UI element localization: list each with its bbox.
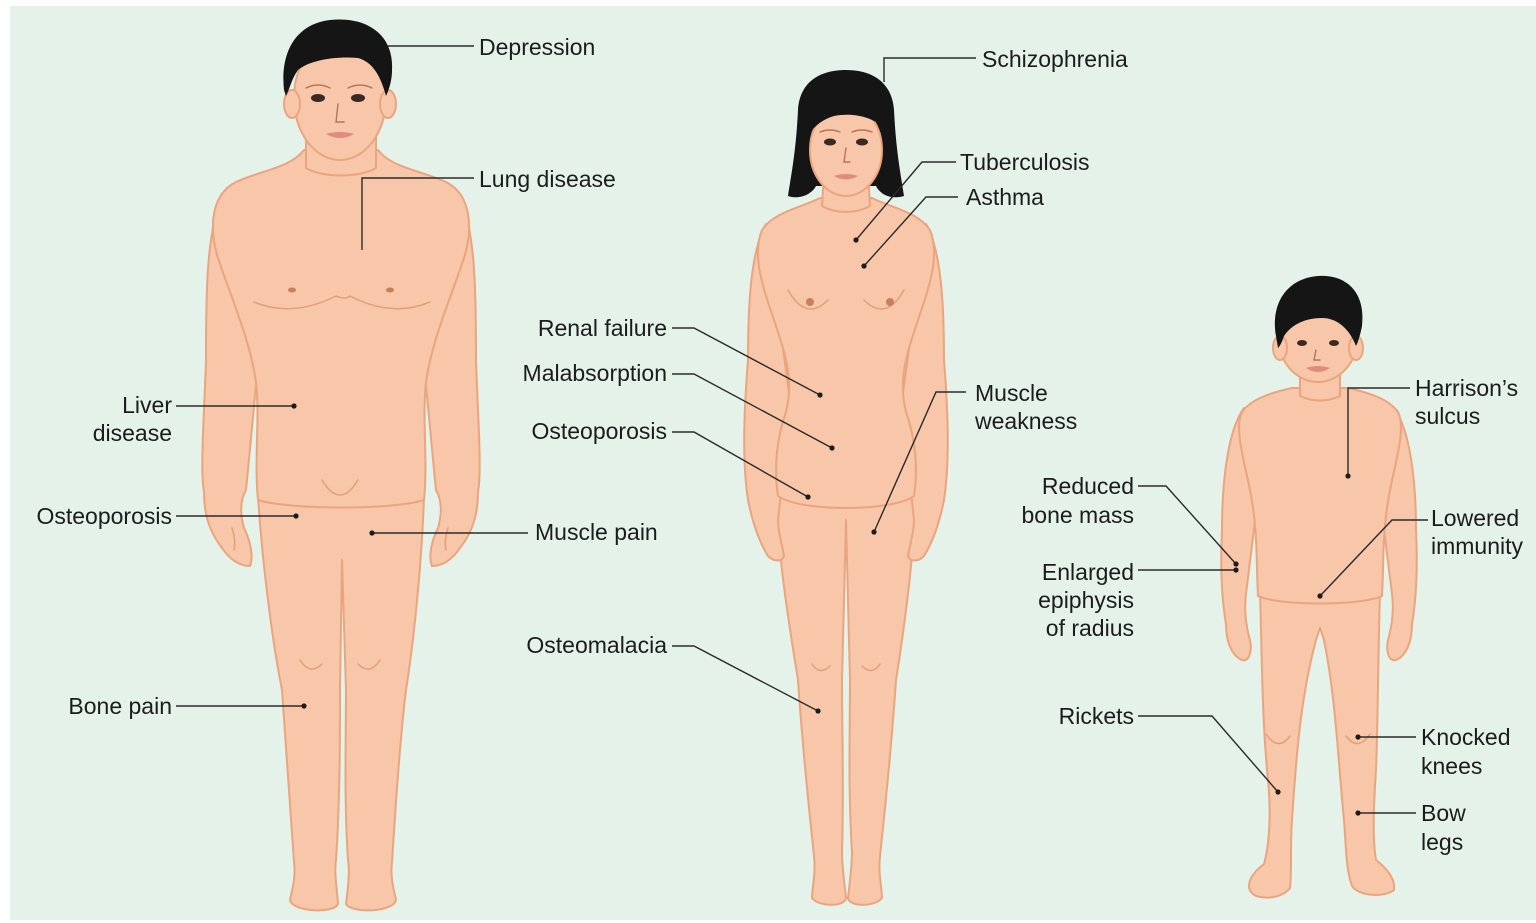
point-reduced-bone-mass [1233, 561, 1238, 566]
point-osteoporosis-woman [805, 494, 810, 499]
label-knocked-knees-line1: Knocked [1421, 724, 1511, 750]
woman-left-nipple [806, 298, 814, 306]
point-knocked-knees [1355, 734, 1360, 739]
label-enlarged-epiphysis-line3: of radius [1046, 615, 1134, 641]
label-osteoporosis-woman: Osteoporosis [531, 418, 667, 444]
point-asthma [861, 263, 866, 268]
man-left-nipple [288, 288, 296, 293]
label-knocked-knees-line2: knees [1421, 753, 1482, 779]
woman-right-nipple [886, 298, 894, 306]
label-rickets: Rickets [1059, 703, 1134, 729]
point-lowered-immunity [1317, 593, 1322, 598]
label-malabsorption: Malabsorption [523, 360, 667, 386]
point-malabsorption [829, 445, 834, 450]
child-left-eye [1297, 340, 1307, 346]
label-schizophrenia: Schizophrenia [982, 46, 1128, 72]
man-left-eye [311, 94, 325, 102]
label-muscle-pain: Muscle pain [535, 519, 658, 545]
point-bow-legs [1355, 810, 1360, 815]
point-liver-disease [291, 403, 296, 408]
label-reduced-bone-mass-line1: Reduced [1042, 473, 1134, 499]
label-osteoporosis-man: Osteoporosis [36, 503, 172, 529]
point-renal-failure [817, 392, 822, 397]
point-harrisons-sulcus [1345, 473, 1350, 478]
label-harrisons-sulcus-line2: sulcus [1415, 403, 1480, 429]
point-bone-pain [301, 703, 306, 708]
label-reduced-bone-mass-line2: bone mass [1021, 502, 1134, 528]
man-right-ear [380, 90, 396, 118]
point-rickets [1275, 789, 1280, 794]
label-muscle-weakness-line2: weakness [974, 408, 1077, 434]
label-lowered-immunity-line1: Lowered [1431, 505, 1519, 531]
point-enlarged-epiphysis [1233, 567, 1238, 572]
man-right-nipple [386, 288, 394, 293]
label-bow-legs-line2: legs [1421, 829, 1463, 855]
label-tuberculosis: Tuberculosis [960, 149, 1090, 175]
child-right-eye [1329, 340, 1339, 346]
woman-torso [758, 198, 934, 508]
woman-right-eye [856, 139, 868, 146]
point-osteomalacia [815, 708, 820, 713]
label-osteomalacia: Osteomalacia [526, 632, 667, 658]
label-lowered-immunity-line2: immunity [1431, 533, 1524, 559]
point-tuberculosis [853, 237, 858, 242]
label-liver-disease-line2: disease [93, 420, 172, 446]
label-liver-disease-line1: Liver [122, 392, 172, 418]
woman-left-eye [824, 139, 836, 146]
label-enlarged-epiphysis-line1: Enlarged [1042, 559, 1134, 585]
point-muscle-pain [369, 530, 374, 535]
label-depression: Depression [479, 34, 595, 60]
label-harrisons-sulcus-line1: Harrison’s [1415, 375, 1518, 401]
label-muscle-weakness-line1: Muscle [975, 380, 1048, 406]
label-enlarged-epiphysis-line2: epiphysis [1038, 587, 1134, 613]
label-renal-failure: Renal failure [538, 315, 667, 341]
label-asthma: Asthma [966, 184, 1044, 210]
label-lung-disease: Lung disease [479, 166, 616, 192]
point-osteoporosis-man [293, 513, 298, 518]
point-muscle-weakness [871, 529, 876, 534]
label-bone-pain: Bone pain [68, 693, 172, 719]
child-torso [1239, 388, 1401, 604]
label-bow-legs-line1: Bow [1421, 800, 1466, 826]
man-right-eye [351, 94, 365, 102]
